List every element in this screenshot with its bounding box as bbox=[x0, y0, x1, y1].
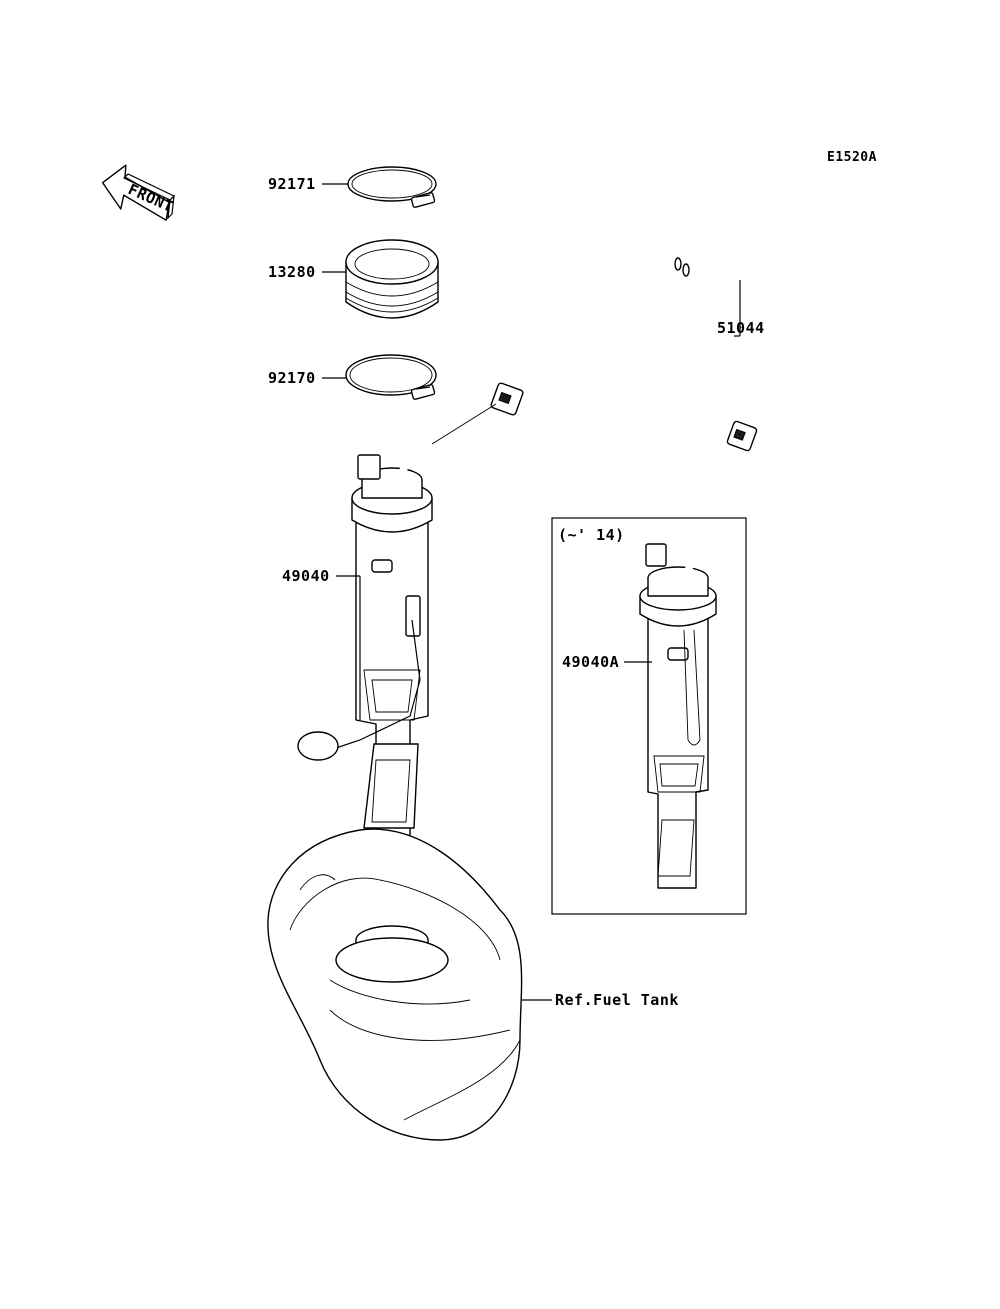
part-51044-label: 51044 bbox=[717, 319, 765, 337]
part-92171-label: 92171 bbox=[268, 175, 316, 193]
clamp-lower bbox=[345, 354, 437, 400]
fuel-tank bbox=[267, 828, 523, 1141]
ref-fuel-tank-label: Ref.Fuel Tank bbox=[555, 991, 679, 1009]
seal bbox=[345, 239, 439, 319]
fuel-pump bbox=[297, 448, 433, 936]
part-49040a-label: 49040A bbox=[562, 653, 619, 671]
inset-box bbox=[551, 517, 747, 915]
diagram-code: E1520A bbox=[827, 150, 877, 165]
part-92170-label: 92170 bbox=[268, 369, 316, 387]
front-arrow-icon: FRONT bbox=[101, 164, 176, 221]
part-13280-label: 13280 bbox=[268, 263, 316, 281]
clamp-upper bbox=[347, 166, 437, 208]
fuel-hose bbox=[490, 257, 777, 452]
part-49040-label: 49040 bbox=[282, 567, 330, 585]
inset-label: (~' 14) bbox=[558, 526, 625, 544]
fuel-pump-alt bbox=[639, 542, 717, 889]
